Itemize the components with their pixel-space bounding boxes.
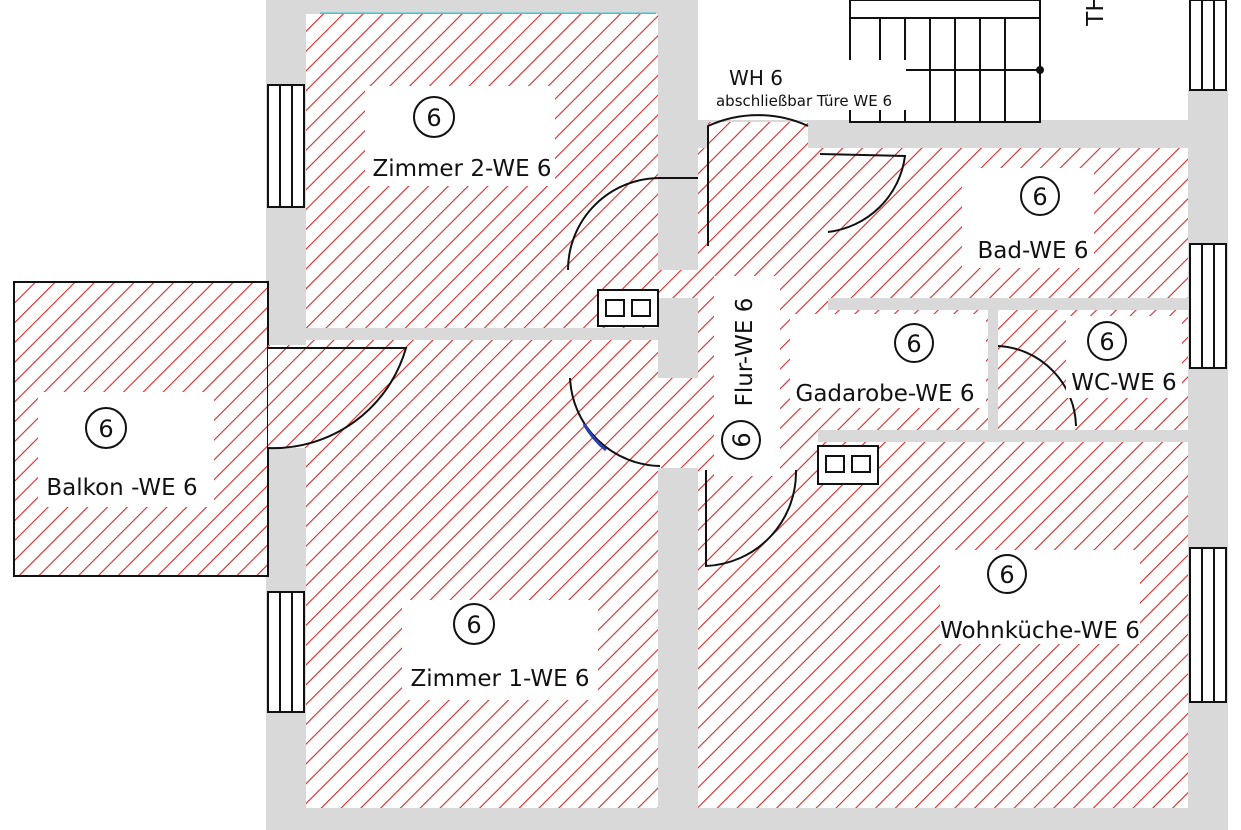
stair-hall-note: abschließbar Türe WE 6 <box>716 92 892 110</box>
unit-marker-flur: 6 <box>721 420 761 460</box>
svg-text:6: 6 <box>426 104 441 132</box>
room-flur-entry <box>708 122 808 148</box>
door-entry <box>707 114 809 246</box>
unit-marker-gadarobe: 6 <box>894 323 934 363</box>
door-zimmer-2 <box>567 177 698 271</box>
room-label-flur: Flur-WE 6 <box>732 298 758 407</box>
window-wohnkueche <box>1189 547 1227 703</box>
svg-text:6: 6 <box>728 432 756 447</box>
shaft-zimmer2 <box>597 289 659 327</box>
balkon-door-opening <box>268 345 308 448</box>
room-label-gadarobe: Gadarobe-WE 6 <box>796 381 975 407</box>
unit-marker-balkon: 6 <box>85 407 127 449</box>
room-label-bad: Bad-WE 6 <box>977 238 1088 264</box>
room-label-wc: WC-WE 6 <box>1071 370 1176 396</box>
door-accent <box>582 423 607 452</box>
room-label-balkon: Balkon -WE 6 <box>46 475 197 501</box>
shaft-wohnkueche <box>817 445 879 485</box>
doors <box>267 114 1077 568</box>
stair-hall-name: WH 6 <box>729 66 783 90</box>
unit-marker-bad: 6 <box>1020 176 1060 216</box>
window-top-right <box>1189 0 1227 91</box>
room-label-zimmer-2: Zimmer 2-WE 6 <box>372 156 551 182</box>
room-label-zimmer-1: Zimmer 1-WE 6 <box>410 666 589 692</box>
svg-text:6: 6 <box>1032 183 1047 211</box>
unit-marker-wc: 6 <box>1087 321 1127 361</box>
door-opening-zimmer1 <box>566 378 698 468</box>
unit-marker-wohnkueche: 6 <box>987 554 1027 594</box>
windows <box>267 0 1227 713</box>
window-zimmer2 <box>267 84 305 208</box>
svg-text:6: 6 <box>906 330 921 358</box>
room-label-wohnkueche: Wohnküche-WE 6 <box>940 618 1140 644</box>
door-wohnkueche <box>705 469 798 568</box>
stair-edge-label: TH <box>1083 0 1109 27</box>
window-zimmer1 <box>267 591 305 713</box>
door-wc <box>997 345 1077 427</box>
svg-text:6: 6 <box>1099 328 1114 356</box>
door-bad <box>819 153 907 233</box>
svg-text:6: 6 <box>466 611 481 639</box>
window-bad <box>1189 243 1227 369</box>
door-balkon <box>267 347 408 450</box>
svg-text:6: 6 <box>98 415 113 443</box>
unit-marker-zimmer1: 6 <box>453 603 495 645</box>
svg-text:6: 6 <box>999 561 1014 589</box>
door-zimmer-1 <box>569 377 661 467</box>
unit-marker-zimmer2: 6 <box>413 96 455 138</box>
